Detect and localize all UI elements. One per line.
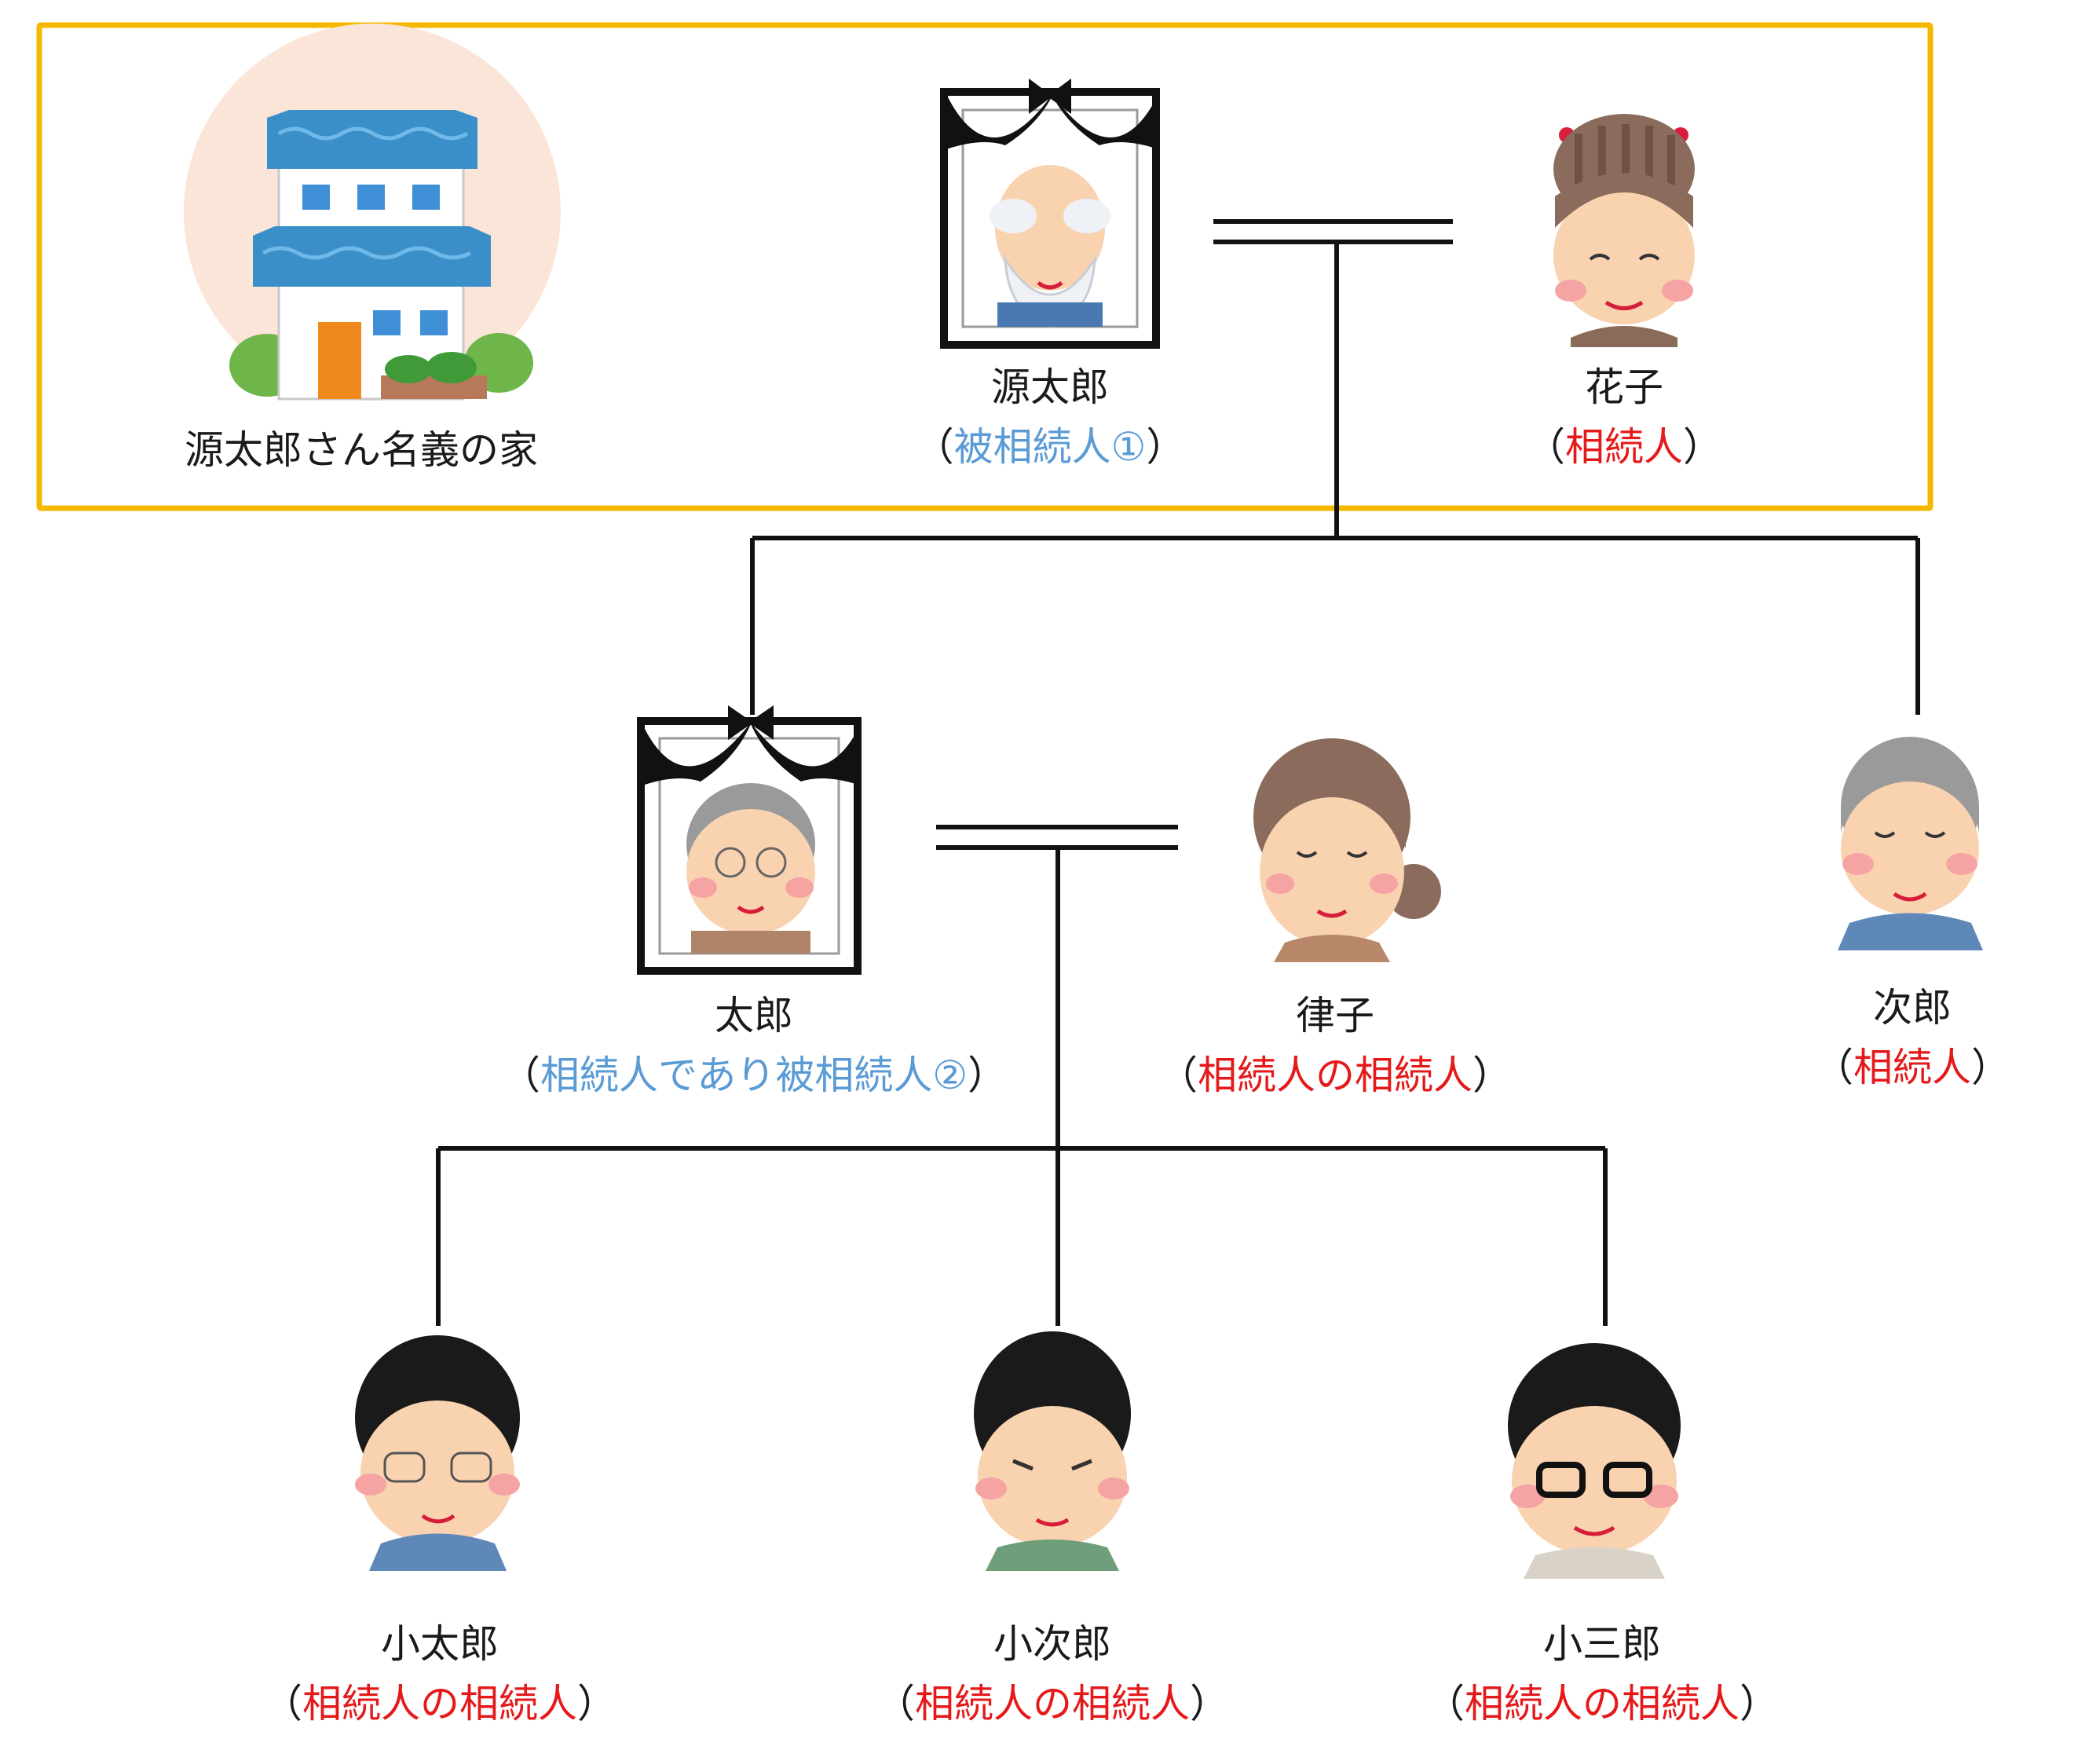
person-role: （相続人の相続人） [801, 1674, 1304, 1734]
person-hanako: 花子 （相続人） [1428, 357, 1820, 477]
paren-open: （ [876, 1681, 915, 1726]
house-label: 源太郎さん名義の家 [110, 420, 613, 480]
person-name: 律子 [1296, 993, 1374, 1038]
person-ritsuko: 律子 （相続人の相続人） [1076, 986, 1594, 1105]
role-text: 相続人の相続人 [915, 1681, 1190, 1726]
woman-icon [1253, 738, 1441, 962]
paren-close: ） [577, 1681, 616, 1726]
paren-open: （ [1158, 1053, 1198, 1098]
elderly-woman-icon [1553, 114, 1695, 347]
paren-open: （ [500, 1053, 540, 1098]
paren-open: （ [914, 424, 954, 470]
paren-open: （ [263, 1681, 302, 1726]
person-jiro: 次郎 （相続人） [1728, 978, 2097, 1097]
man-black-glasses-icon [1508, 1343, 1681, 1579]
house-icon [184, 24, 561, 401]
role-text: 相続人の相続人 [302, 1681, 577, 1726]
person-name: 小次郎 [993, 1621, 1111, 1667]
man-icon [974, 1331, 1131, 1571]
person-name: 源太郎 [991, 364, 1109, 410]
person-kojiro: 小次郎 （相続人の相続人） [801, 1614, 1304, 1734]
person-role: （被相続人①） [814, 417, 1286, 477]
person-gentaro: 源太郎 （被相続人①） [814, 357, 1286, 477]
person-kosaburo: 小三郎 （相続人の相続人） [1351, 1614, 1853, 1734]
paren-open: （ [1814, 1045, 1853, 1090]
person-name: 小太郎 [381, 1621, 499, 1667]
paren-close: ） [1473, 1053, 1512, 1098]
elderly-man-icon [1838, 737, 1983, 950]
paren-close: ） [1971, 1045, 2010, 1090]
person-role: （相続人の相続人） [1351, 1674, 1853, 1734]
person-name: 小三郎 [1543, 1621, 1661, 1667]
role-text: 相続人の相続人 [1198, 1053, 1473, 1098]
paren-open: （ [1425, 1681, 1465, 1726]
role-text: 被相続人① [953, 424, 1147, 470]
paren-close: ） [1740, 1681, 1779, 1726]
highlight-frame [36, 22, 1934, 511]
role-text: 相続人 [1565, 424, 1683, 470]
person-role: （相続人） [1428, 417, 1820, 477]
paren-close: ） [1683, 424, 1722, 470]
person-role: （相続人） [1728, 1038, 2097, 1097]
person-name: 次郎 [1873, 985, 1952, 1031]
role-text: 相続人であり被相続人② [540, 1053, 968, 1098]
man-glasses-icon [355, 1335, 520, 1571]
person-name: 花子 [1585, 364, 1663, 410]
role-text: 相続人の相続人 [1465, 1681, 1740, 1726]
paren-open: （ [1526, 424, 1565, 470]
memorial-portrait-icon [637, 705, 862, 975]
role-text: 相続人 [1853, 1045, 1971, 1090]
house-label-text: 源太郎さん名義の家 [185, 427, 538, 473]
person-role: （相続人の相続人） [188, 1674, 691, 1734]
person-kotaro: 小太郎 （相続人の相続人） [188, 1614, 691, 1734]
person-role: （相続人であり被相続人②） [440, 1045, 1068, 1105]
paren-close: ） [1190, 1681, 1229, 1726]
memorial-portrait-icon [940, 79, 1160, 349]
person-taro: 太郎 （相続人であり被相続人②） [440, 986, 1068, 1105]
paren-close: ） [1146, 424, 1186, 470]
connector-lines [436, 219, 1920, 1326]
person-name: 太郎 [715, 993, 793, 1038]
paren-close: ） [968, 1053, 1008, 1098]
person-role: （相続人の相続人） [1076, 1045, 1594, 1105]
